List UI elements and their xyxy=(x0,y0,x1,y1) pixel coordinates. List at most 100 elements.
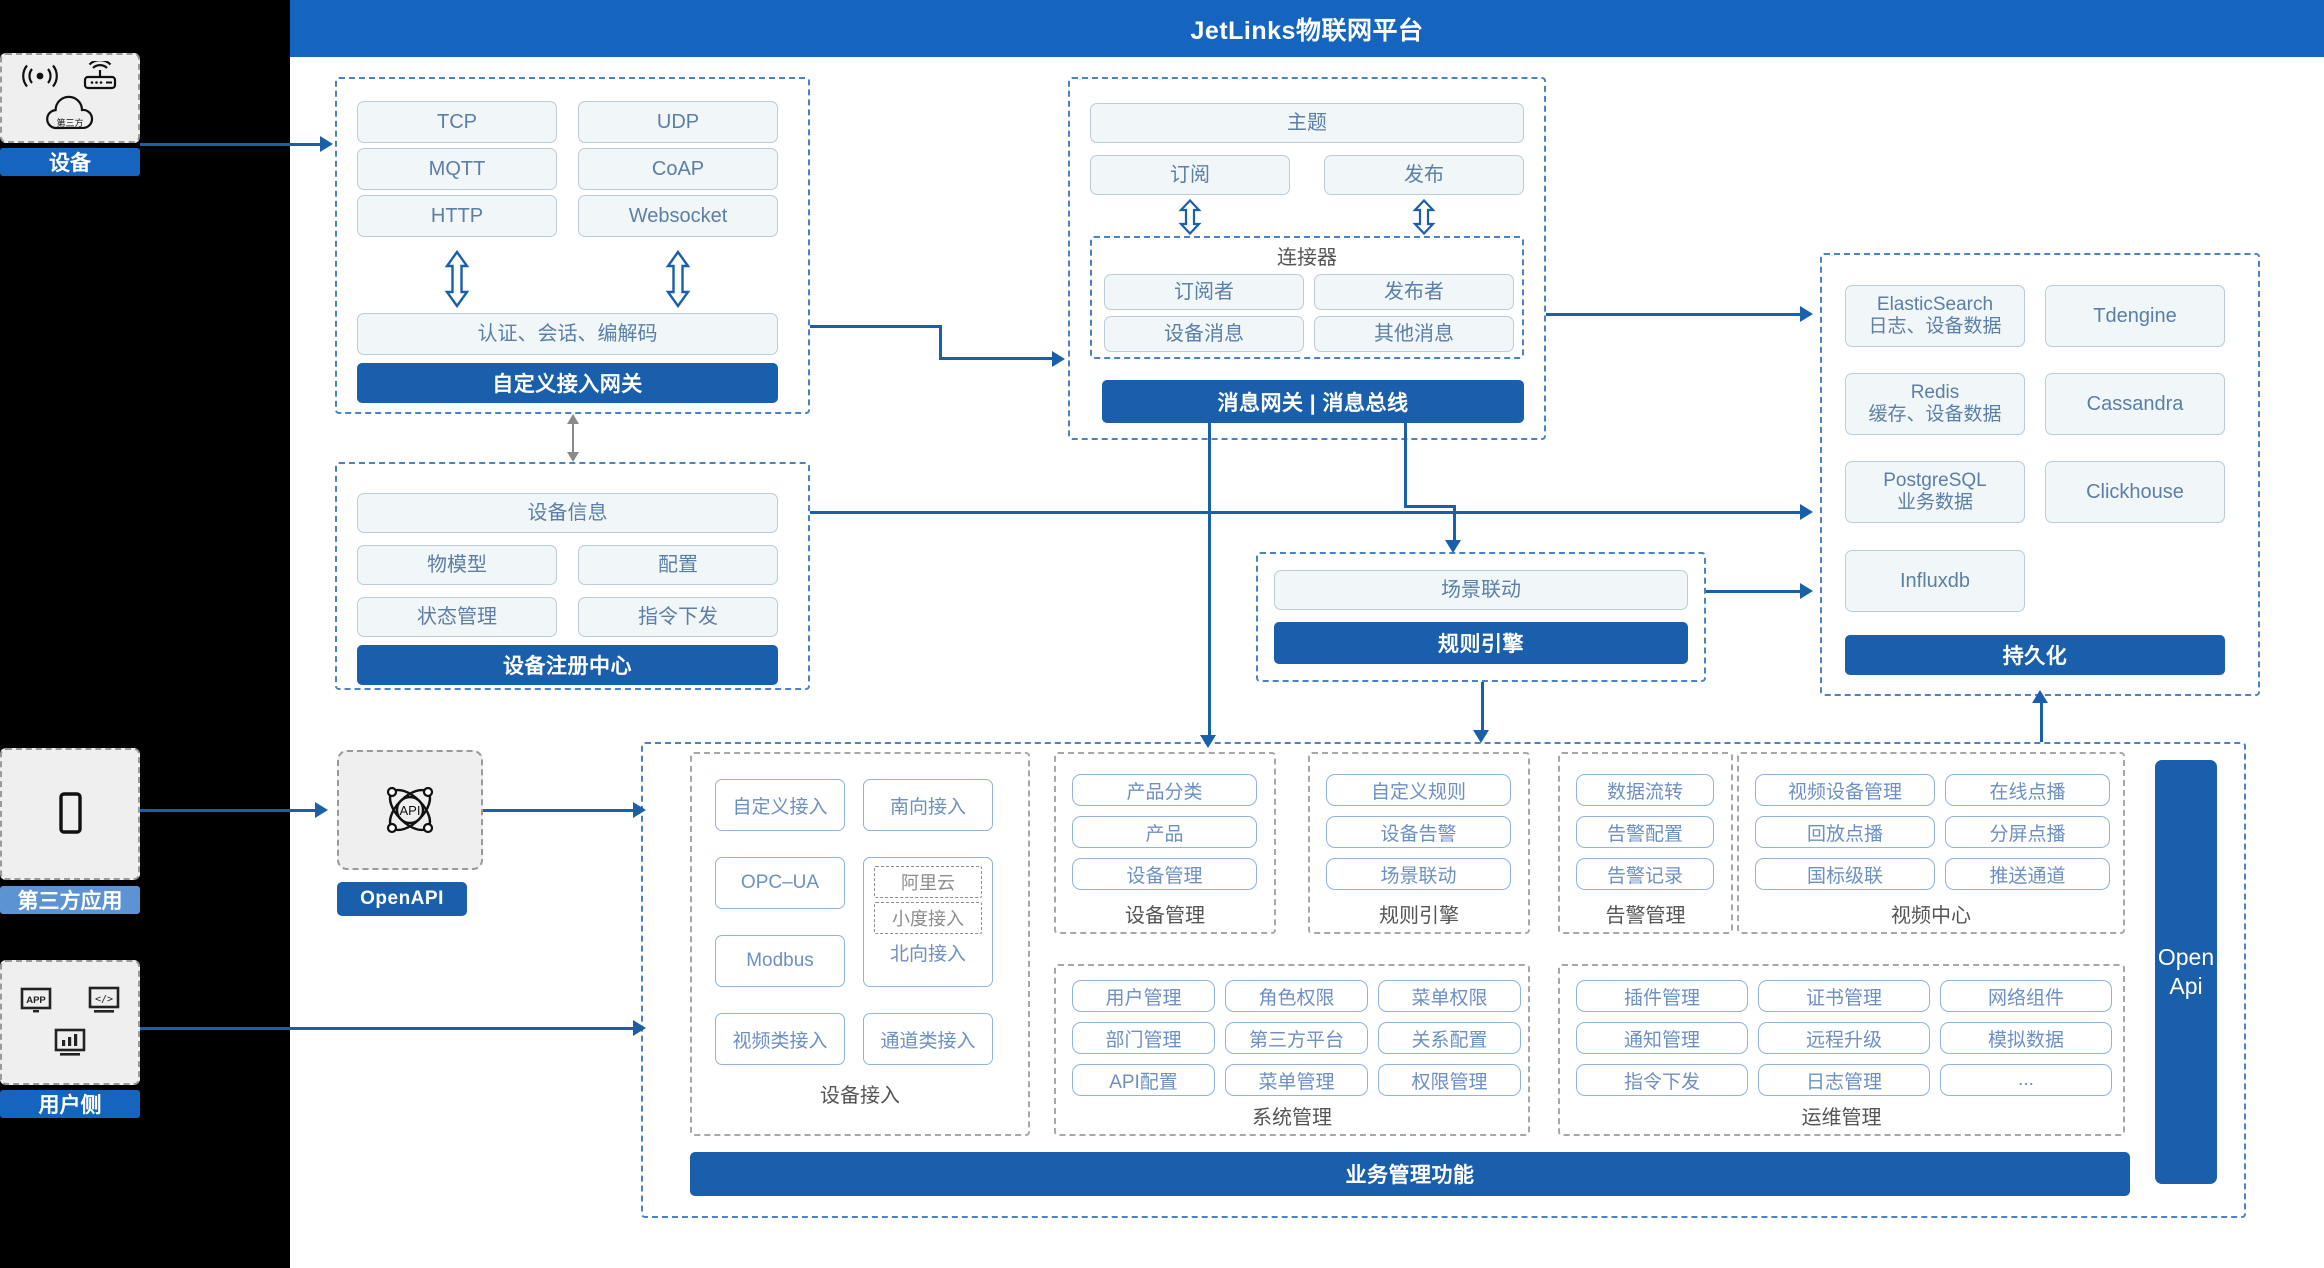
registry-command-dispatch[interactable]: 指令下发 xyxy=(578,597,778,637)
conn-business-to-persistence-arrow xyxy=(2032,690,2048,703)
system-management-group xyxy=(1054,964,1530,1136)
sm-menu-management[interactable]: 菜单管理 xyxy=(1225,1064,1368,1096)
store-postgresql[interactable]: PostgreSQL 业务数据 xyxy=(1845,461,2025,523)
gateway-bar: 自定义接入网关 xyxy=(357,363,778,403)
protocol-udp[interactable]: UDP xyxy=(578,101,778,143)
conn-thirdparty-to-openapi-arrow xyxy=(315,802,328,818)
message-subscribe[interactable]: 订阅 xyxy=(1090,155,1290,195)
sm-api-config[interactable]: API配置 xyxy=(1072,1064,1215,1096)
vc-gb-cascade[interactable]: 国标级联 xyxy=(1755,858,1935,890)
om-notification-management[interactable]: 通知管理 xyxy=(1576,1022,1748,1054)
conn-rule-to-persistence-arrow xyxy=(1800,583,1813,599)
registry-config[interactable]: 配置 xyxy=(578,545,778,585)
conn-gateway-bus-v xyxy=(939,325,942,358)
svg-text:API: API xyxy=(400,803,421,818)
vc-playback[interactable]: 回放点播 xyxy=(1755,816,1935,848)
access-modbus[interactable]: Modbus xyxy=(715,935,845,987)
registry-status-management[interactable]: 状态管理 xyxy=(357,597,557,637)
connector-title: 连接器 xyxy=(1277,246,1337,269)
open-api-column[interactable]: Open Api xyxy=(2155,760,2217,1184)
protocol-tcp[interactable]: TCP xyxy=(357,101,557,143)
dm-product[interactable]: 产品 xyxy=(1072,816,1257,848)
sm-department-management[interactable]: 部门管理 xyxy=(1072,1022,1215,1054)
re-custom-rule[interactable]: 自定义规则 xyxy=(1326,774,1511,806)
dm-device-management[interactable]: 设备管理 xyxy=(1072,858,1257,890)
om-more[interactable]: ... xyxy=(1940,1064,2112,1096)
om-remote-upgrade[interactable]: 远程升级 xyxy=(1758,1022,1930,1054)
conn-business-to-persistence-v xyxy=(2040,700,2043,742)
publish-double-arrow-icon xyxy=(1412,198,1436,240)
access-channel[interactable]: 通道类接入 xyxy=(863,1013,993,1065)
sm-third-party-platform[interactable]: 第三方平台 xyxy=(1225,1022,1368,1054)
video-center-caption: 视频中心 xyxy=(1891,904,1971,927)
access-northbound-container[interactable]: 阿里云 小度接入 北向接入 xyxy=(863,857,993,987)
device-access-caption: 设备接入 xyxy=(820,1084,900,1107)
openapi-node-card: API xyxy=(337,750,483,870)
vc-push-channel[interactable]: 推送通道 xyxy=(1945,858,2110,890)
om-certificate-management[interactable]: 证书管理 xyxy=(1758,980,1930,1012)
access-opc-ua[interactable]: OPC–UA xyxy=(715,857,845,909)
access-southbound[interactable]: 南向接入 xyxy=(863,779,993,831)
open-api-column-label: Open Api xyxy=(2158,943,2214,1001)
store-cassandra[interactable]: Cassandra xyxy=(2045,373,2225,435)
gateway-auth-session-codec[interactable]: 认证、会话、编解码 xyxy=(357,313,778,355)
conn-bus-rule-v1 xyxy=(1404,423,1407,507)
access-aliyun[interactable]: 阿里云 xyxy=(874,866,982,898)
alarm-management-group xyxy=(1558,752,1733,934)
message-publish[interactable]: 发布 xyxy=(1324,155,1524,195)
rule-engine-scene[interactable]: 场景联动 xyxy=(1274,570,1688,610)
om-command-dispatch[interactable]: 指令下发 xyxy=(1576,1064,1748,1096)
api-network-icon: API xyxy=(376,776,444,844)
protocol-http[interactable]: HTTP xyxy=(357,195,557,237)
am-data-flow[interactable]: 数据流转 xyxy=(1576,774,1714,806)
gateway-right-double-arrow-icon xyxy=(665,249,691,313)
sm-role-permission[interactable]: 角色权限 xyxy=(1225,980,1368,1012)
om-simulated-data[interactable]: 模拟数据 xyxy=(1940,1022,2112,1054)
dm-product-category[interactable]: 产品分类 xyxy=(1072,774,1257,806)
am-alarm-config[interactable]: 告警配置 xyxy=(1576,816,1714,848)
sm-user-management[interactable]: 用户管理 xyxy=(1072,980,1215,1012)
store-tdengine[interactable]: Tdengine xyxy=(2045,285,2225,347)
store-redis[interactable]: Redis 缓存、设备数据 xyxy=(1845,373,2025,435)
access-video[interactable]: 视频类接入 xyxy=(715,1013,845,1065)
registry-thing-model[interactable]: 物模型 xyxy=(357,545,557,585)
access-custom[interactable]: 自定义接入 xyxy=(715,779,845,831)
connector-other-message[interactable]: 其他消息 xyxy=(1314,316,1514,352)
business-bar: 业务管理功能 xyxy=(690,1152,2130,1196)
message-bus-group xyxy=(1068,77,1546,440)
subscribe-double-arrow-icon xyxy=(1178,198,1202,240)
connector-publisher[interactable]: 发布者 xyxy=(1314,274,1514,310)
message-topic[interactable]: 主题 xyxy=(1090,103,1524,143)
ops-management-group xyxy=(1558,964,2125,1136)
om-log-management[interactable]: 日志管理 xyxy=(1758,1064,1930,1096)
registry-device-info[interactable]: 设备信息 xyxy=(357,493,778,533)
protocol-websocket[interactable]: Websocket xyxy=(578,195,778,237)
gateway-left-double-arrow-icon xyxy=(444,249,470,313)
connector-subscriber[interactable]: 订阅者 xyxy=(1104,274,1304,310)
store-elasticsearch[interactable]: ElasticSearch 日志、设备数据 xyxy=(1845,285,2025,347)
sm-permission-management[interactable]: 权限管理 xyxy=(1378,1064,1521,1096)
code-icon: </> xyxy=(70,981,138,1021)
vc-video-device-management[interactable]: 视频设备管理 xyxy=(1755,774,1935,806)
sm-relation-config[interactable]: 关系配置 xyxy=(1378,1022,1521,1054)
gateway-group xyxy=(335,77,810,414)
vc-split-screen-play[interactable]: 分屏点播 xyxy=(1945,816,2110,848)
re-scene-linkage[interactable]: 场景联动 xyxy=(1326,858,1511,890)
router-icon xyxy=(70,59,130,93)
svg-text:第三方: 第三方 xyxy=(56,117,83,129)
conn-userside-to-business-arrow xyxy=(633,1020,646,1036)
re-device-alarm[interactable]: 设备告警 xyxy=(1326,816,1511,848)
protocol-mqtt[interactable]: MQTT xyxy=(357,148,557,190)
am-alarm-record[interactable]: 告警记录 xyxy=(1576,858,1714,890)
vc-online-play[interactable]: 在线点播 xyxy=(1945,774,2110,806)
sm-menu-permission[interactable]: 菜单权限 xyxy=(1378,980,1521,1012)
om-network-component[interactable]: 网络组件 xyxy=(1940,980,2112,1012)
store-clickhouse[interactable]: Clickhouse xyxy=(2045,461,2225,523)
store-postgresql-sub: 业务数据 xyxy=(1896,492,1973,513)
access-xiaodu[interactable]: 小度接入 xyxy=(874,902,982,934)
om-plugin-management[interactable]: 插件管理 xyxy=(1576,980,1748,1012)
connector-device-message[interactable]: 设备消息 xyxy=(1104,316,1304,352)
protocol-coap[interactable]: CoAP xyxy=(578,148,778,190)
store-influxdb[interactable]: Influxdb xyxy=(1845,550,2025,612)
